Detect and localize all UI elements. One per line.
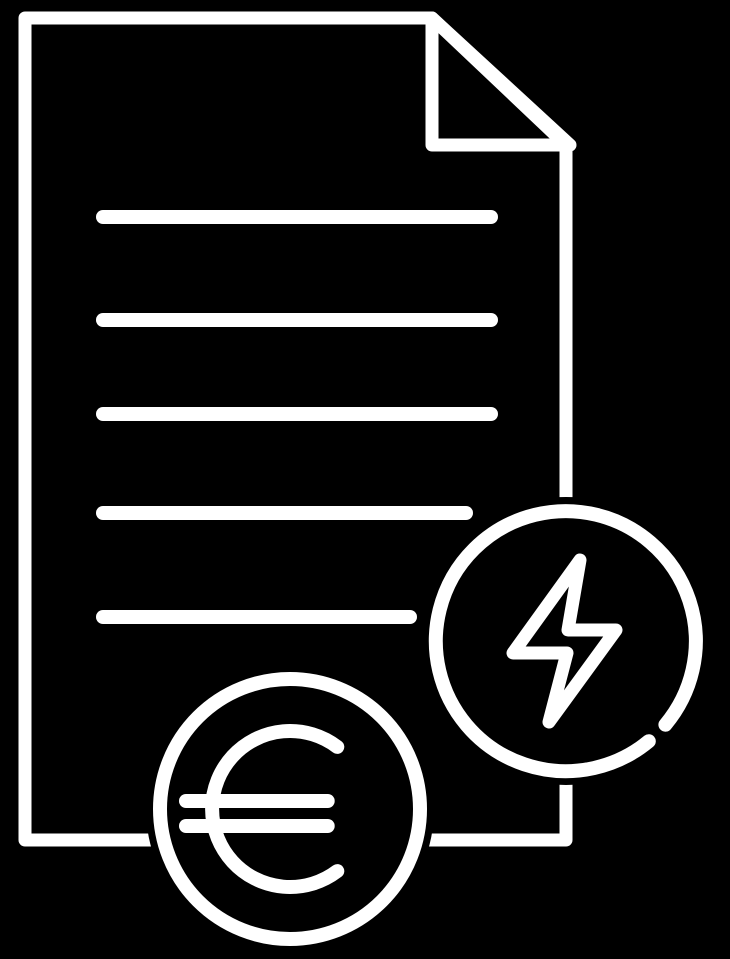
lightning-badge bbox=[428, 504, 703, 779]
folded-corner-icon bbox=[425, 11, 577, 152]
text-lines-group bbox=[96, 210, 498, 624]
document-page bbox=[18, 11, 577, 847]
euro-coin bbox=[153, 672, 427, 946]
lightning-circle-icon bbox=[428, 504, 703, 779]
euro-coin-circle-icon bbox=[153, 672, 427, 946]
lightning-bolt-icon bbox=[506, 553, 623, 729]
euro-symbol-icon bbox=[205, 724, 345, 894]
